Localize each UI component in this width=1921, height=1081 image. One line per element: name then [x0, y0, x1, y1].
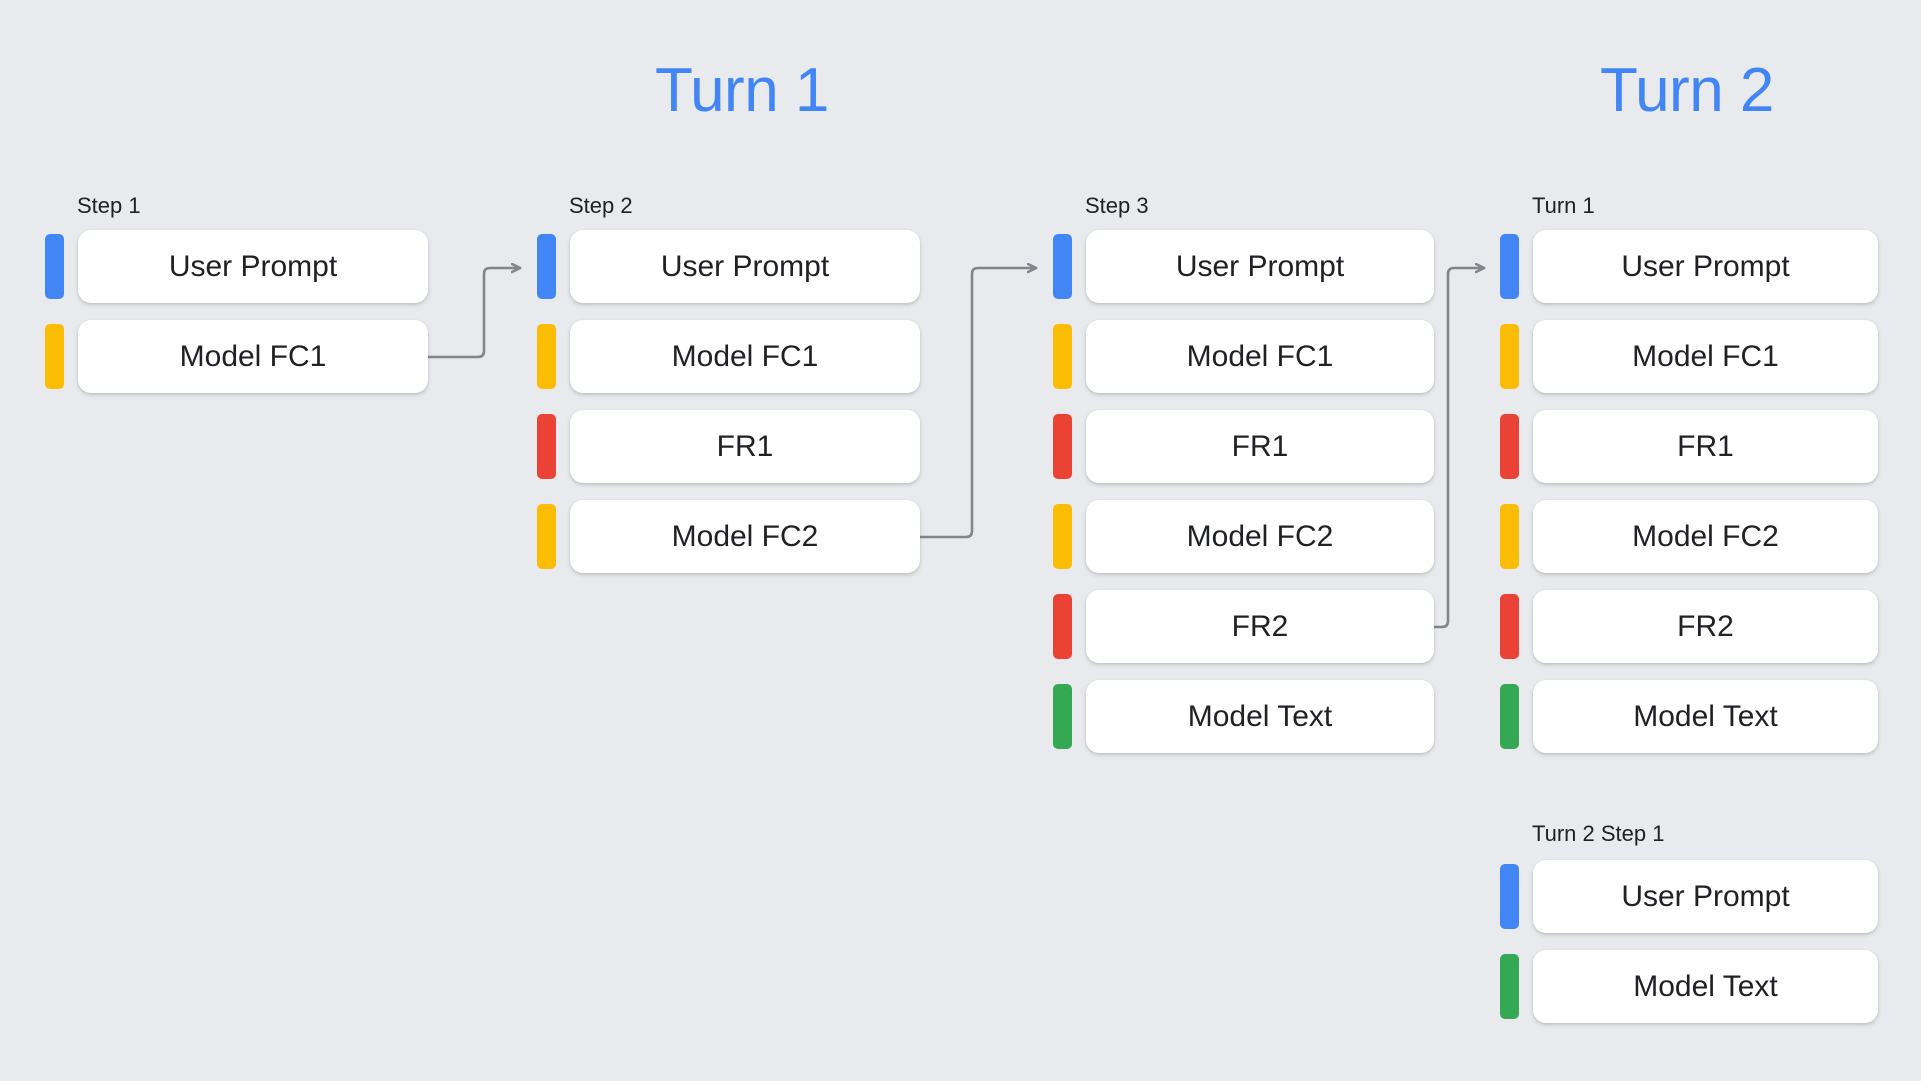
card-model-fc2[interactable]: Model FC2	[1533, 500, 1878, 573]
card-model-fc1[interactable]: Model FC1	[78, 320, 428, 393]
card-label: FR1	[1677, 429, 1734, 463]
card-label: Model FC1	[1186, 339, 1334, 373]
card-model-fc1[interactable]: Model FC1	[1086, 320, 1434, 393]
column-label-turn-1: Turn 1	[1532, 193, 1595, 218]
status-bar-yellow	[1053, 504, 1072, 569]
card-label: Model Text	[1187, 699, 1333, 733]
card-label: Model Text	[1633, 699, 1778, 733]
status-bar-yellow	[45, 324, 64, 389]
card-model-text[interactable]: Model Text	[1533, 950, 1878, 1023]
status-bar-red	[1053, 414, 1072, 479]
column-label-turn-2-step-1: Turn 2 Step 1	[1532, 821, 1665, 846]
card-user-prompt[interactable]: User Prompt	[78, 230, 428, 303]
status-bar-green	[1053, 684, 1072, 749]
status-bar-yellow	[537, 504, 556, 569]
card-label: FR2	[1231, 609, 1289, 643]
card-label: FR2	[1677, 609, 1734, 643]
status-bar-blue	[537, 234, 556, 299]
card-user-prompt[interactable]: User Prompt	[570, 230, 920, 303]
card-label: Model FC2	[671, 519, 819, 553]
card-label: FR1	[716, 429, 774, 463]
card-model-fc1[interactable]: Model FC1	[1533, 320, 1878, 393]
card-fr2[interactable]: FR2	[1533, 590, 1878, 663]
card-label: FR1	[1231, 429, 1289, 463]
card-user-prompt[interactable]: User Prompt	[1086, 230, 1434, 303]
card-label: Model FC1	[179, 339, 327, 373]
status-bar-blue	[1500, 864, 1519, 929]
status-bar-yellow	[1500, 324, 1519, 389]
card-model-fc2[interactable]: Model FC2	[570, 500, 920, 573]
column-label-step-3: Step 3	[1085, 193, 1149, 218]
column-label-step-1: Step 1	[77, 193, 141, 218]
card-label: Model FC1	[671, 339, 819, 373]
card-fr2[interactable]: FR2	[1086, 590, 1434, 663]
card-label: Model FC2	[1186, 519, 1334, 553]
card-user-prompt[interactable]: User Prompt	[1533, 230, 1878, 303]
card-label: User Prompt	[168, 249, 338, 283]
card-fr1[interactable]: FR1	[570, 410, 920, 483]
status-bar-blue	[1053, 234, 1072, 299]
card-label: Model FC1	[1632, 339, 1779, 373]
card-user-prompt[interactable]: User Prompt	[1533, 860, 1878, 933]
status-bar-blue	[1500, 234, 1519, 299]
card-label: User Prompt	[660, 249, 830, 283]
status-bar-green	[1500, 954, 1519, 1019]
card-model-text[interactable]: Model Text	[1086, 680, 1434, 753]
status-bar-red	[1500, 594, 1519, 659]
card-label: Model FC2	[1632, 519, 1779, 553]
card-model-text[interactable]: Model Text	[1533, 680, 1878, 753]
connector-step1-to-step2	[426, 268, 522, 359]
status-bar-yellow	[537, 324, 556, 389]
status-bar-yellow	[1053, 324, 1072, 389]
column-label-step-2: Step 2	[569, 193, 633, 218]
card-label: User Prompt	[1175, 249, 1345, 283]
card-fr1[interactable]: FR1	[1533, 410, 1878, 483]
card-model-fc2[interactable]: Model FC2	[1086, 500, 1434, 573]
status-bar-yellow	[1500, 504, 1519, 569]
status-bar-red	[537, 414, 556, 479]
connector-step2-to-step3	[918, 268, 1038, 539]
turn-1-heading: Turn 1	[655, 56, 829, 125]
card-label: User Prompt	[1621, 879, 1790, 913]
status-bar-red	[1500, 414, 1519, 479]
card-model-fc1[interactable]: Model FC1	[570, 320, 920, 393]
card-label: User Prompt	[1621, 249, 1790, 283]
status-bar-red	[1053, 594, 1072, 659]
turn-2-heading: Turn 2	[1600, 56, 1774, 125]
status-bar-green	[1500, 684, 1519, 749]
status-bar-blue	[45, 234, 64, 299]
card-label: Model Text	[1633, 969, 1778, 1003]
card-fr1[interactable]: FR1	[1086, 410, 1434, 483]
